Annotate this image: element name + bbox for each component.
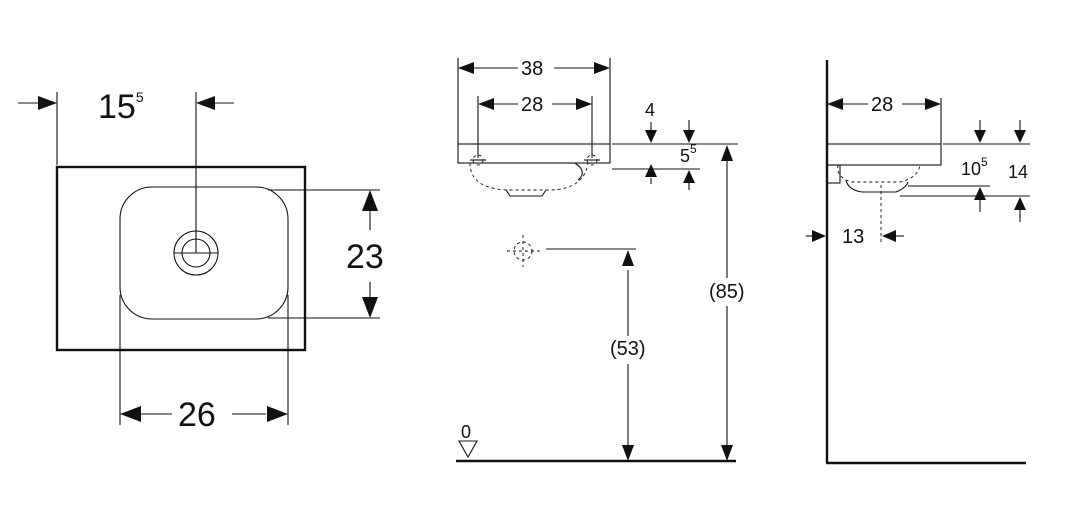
basin-rim <box>826 143 942 166</box>
tap-hole-icon <box>584 154 600 166</box>
drain-axis-icon <box>507 235 540 267</box>
arrow-head <box>645 164 657 177</box>
arrow-head <box>120 406 141 422</box>
bowl-outline <box>119 186 289 320</box>
arrow-head <box>1014 197 1026 210</box>
bowl-underside <box>845 179 909 193</box>
arrow-head <box>827 98 843 110</box>
level-marker-icon <box>458 440 478 459</box>
floor-level-label: 0 <box>461 422 471 442</box>
arrow-head <box>576 98 592 110</box>
bowl-hidden <box>837 164 921 183</box>
dim-rim-top: 4 <box>645 100 655 120</box>
arrow-head <box>1014 130 1026 143</box>
front-view: 38 28 4 55 (53) <box>456 58 745 463</box>
arrow-head <box>362 190 378 211</box>
arrow-head <box>812 230 826 242</box>
dim-projection: 28 <box>871 94 893 116</box>
arrow-head <box>622 250 634 266</box>
arrow-head <box>478 98 494 110</box>
arrow-head <box>458 62 474 74</box>
wall-bracket <box>826 164 841 184</box>
arrow-head <box>645 130 657 143</box>
arrow-head <box>974 187 986 200</box>
dim-total-height: 14 <box>1008 162 1028 182</box>
arrow-head <box>683 170 695 183</box>
dim-rim-height: 55 <box>680 142 697 166</box>
arrow-head <box>196 96 215 110</box>
arrow-head <box>925 98 941 110</box>
arrow-head <box>882 230 896 242</box>
tap-hole-icon <box>470 154 486 166</box>
dim-overall-width: 38 <box>521 58 543 80</box>
dim-drain-from-wall: 13 <box>842 226 864 248</box>
bowl-hidden <box>469 162 589 191</box>
dim-hole-spacing: 28 <box>521 94 543 116</box>
arrow-head <box>594 62 610 74</box>
arrow-head <box>721 145 733 161</box>
dim-bowl-width: 26 <box>178 396 216 434</box>
drain-stub <box>505 189 547 197</box>
arrow-head <box>721 445 733 461</box>
arrow-head <box>38 96 57 110</box>
basin-outline <box>55 165 307 352</box>
dim-drain-offset: 155 <box>98 88 144 126</box>
side-view: 28 105 14 13 <box>806 60 1030 465</box>
dim-bowl-depth: 23 <box>346 238 384 276</box>
arrow-head <box>683 130 695 143</box>
arrow-head <box>622 445 634 461</box>
basin-rim <box>457 143 611 164</box>
dim-rim-thickness: 105 <box>961 155 988 179</box>
arrow-head <box>267 406 288 422</box>
arrow-head <box>974 130 986 143</box>
arrow-head <box>362 297 378 318</box>
overflow <box>574 162 583 181</box>
plan-view: 155 23 26 <box>18 88 384 434</box>
dim-drain-height: (53) <box>610 338 646 360</box>
dim-rim-height-floor: (85) <box>709 281 745 303</box>
